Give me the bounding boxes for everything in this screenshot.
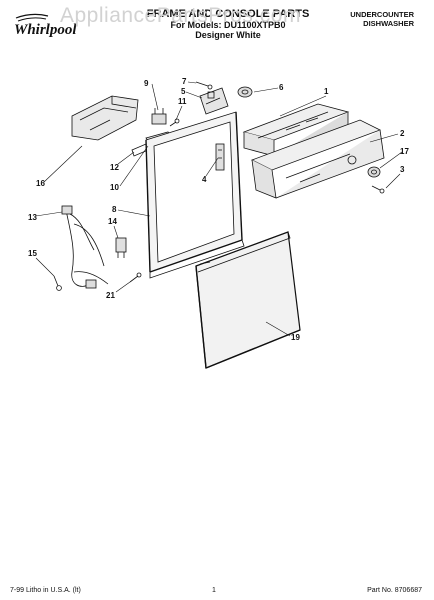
callout-4: 4 [202,175,207,184]
callout-16: 16 [36,179,45,188]
callout-6: 6 [279,83,284,92]
callout-19: 19 [291,333,300,342]
leader-lines [35,81,403,337]
part-17-knob [367,166,381,178]
part-16-cover [71,95,139,141]
part-4-latch [215,143,225,171]
callout-5: 5 [181,87,186,96]
callout-13: 13 [28,213,37,222]
part-19-door-panel [195,231,301,369]
part-2-panel [250,119,385,199]
whirlpool-logo-icon: Whirlpool [14,13,77,38]
page-title-block: FRAME AND CONSOLE PARTS For Models: DU11… [108,8,348,40]
part-5-module [199,87,229,115]
part-14-connector [115,237,127,258]
callout-2: 2 [400,129,405,138]
whirlpool-logo: Whirlpool [12,10,104,40]
callout-3: 3 [400,165,405,174]
callout-14: 14 [108,217,117,226]
brand-name: Whirlpool [14,22,77,38]
callout-15: 15 [28,249,37,258]
part-6-knob [237,86,253,98]
callout-17: 17 [400,147,409,156]
callout-7: 7 [182,77,187,86]
page-title: FRAME AND CONSOLE PARTS [146,8,310,20]
category-line-2: DISHWASHER [363,19,414,28]
part-13-wire-harness [61,205,109,289]
callout-8: 8 [112,205,117,214]
category-line-1: UNDERCOUNTER [350,10,414,19]
part-7-screw [195,81,213,90]
part-3-screw [371,185,385,194]
callout-10: 10 [110,183,119,192]
callout-11: 11 [178,97,187,106]
models-line: For Models: DU1100XTPB0 [170,20,286,30]
part-11-screw [169,118,180,127]
callout-21: 21 [106,291,115,300]
footer-litho: 7-99 Litho in U.S.A. (lt) [10,587,81,594]
footer-page-number: 1 [212,587,216,594]
callout-labels: 1 2 3 4 5 6 7 8 9 10 11 12 13 14 15 16 1… [28,77,409,342]
part-21-screw [129,272,142,283]
part-9-switch [151,108,167,125]
category-block: UNDERCOUNTER DISHWASHER [350,10,414,28]
part-15-screw [53,275,62,291]
callout-9: 9 [144,79,149,88]
callout-1: 1 [324,87,329,96]
footer-part-number: Part No. 8706687 [367,587,422,594]
color-line: Designer White [195,30,261,40]
callout-12: 12 [110,163,119,172]
